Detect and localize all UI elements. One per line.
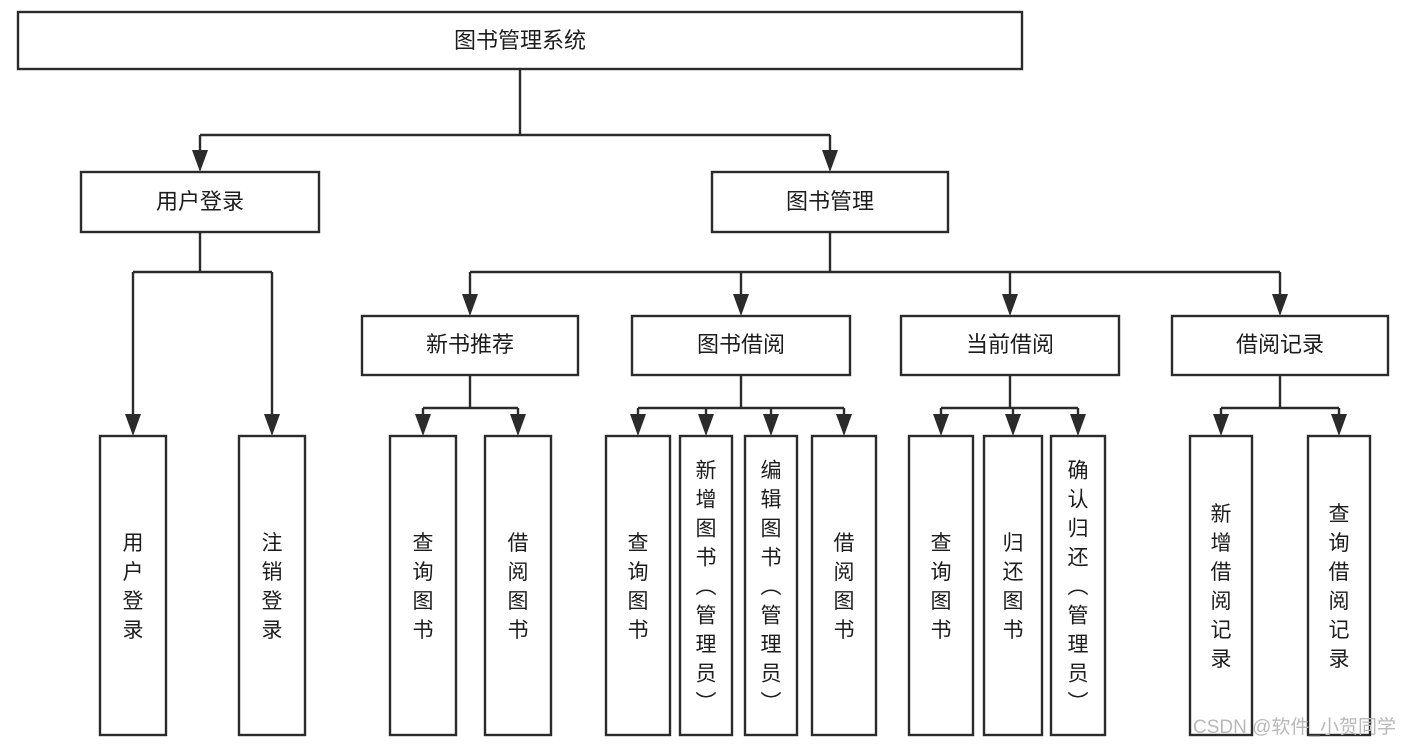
arrow-to-leaf-edit-book-admin: [763, 414, 779, 436]
node-leaf-query-book-borrow-label: 查询图书: [628, 532, 649, 642]
node-current-borrow[interactable]: 当前借阅: [899, 314, 1121, 377]
node-leaf-edit-book-admin-box[interactable]: [743, 434, 799, 737]
arrow-to-leaf-add-book-admin: [698, 414, 714, 436]
node-user-login-box[interactable]: [79, 170, 321, 234]
connector-root-bus: [198, 69, 832, 157]
node-leaf-logout-box[interactable]: [237, 434, 307, 737]
node-current-borrow-label: 当前借阅: [966, 332, 1054, 357]
leaf-layer: 用户登录 注销登录 查询图书 借阅图书 查询图书 新增图书︵管理员︶: [98, 434, 1372, 737]
node-new-book-recommend[interactable]: 新书推荐: [360, 314, 580, 377]
node-book-management[interactable]: 图书管理: [710, 170, 950, 234]
node-leaf-user-login-label: 用户登录: [123, 532, 144, 642]
node-leaf-query-book-current-box[interactable]: [907, 434, 975, 737]
arrow-to-current-borrow: [1002, 294, 1018, 316]
node-leaf-return-book-label: 归还图书: [1003, 532, 1024, 642]
node-leaf-add-book-admin-box[interactable]: [678, 434, 734, 737]
arrow-to-leaf-borrow-book: [836, 414, 852, 436]
node-leaf-query-book-borrow[interactable]: 查询图书: [604, 434, 672, 737]
node-leaf-add-book-admin[interactable]: 新增图书︵管理员︶: [678, 434, 734, 737]
arrow-to-leaf-borrow-book-recommend: [510, 414, 526, 436]
node-leaf-query-book-current[interactable]: 查询图书: [907, 434, 975, 737]
arrow-to-leaf-return-book: [1005, 414, 1021, 436]
node-leaf-query-borrow-record[interactable]: 查询借阅记录: [1306, 434, 1372, 737]
node-borrow-record[interactable]: 借阅记录: [1170, 314, 1390, 377]
node-leaf-logout-label: 注销登录: [262, 532, 283, 642]
node-leaf-confirm-return-admin[interactable]: 确认归还︵管理员︶: [1049, 434, 1107, 737]
arrow-to-leaf-confirm-return-admin: [1070, 414, 1086, 436]
node-leaf-user-login[interactable]: 用户登录: [98, 434, 168, 737]
arrow-to-leaf-query-borrow-record: [1331, 414, 1347, 436]
node-leaf-add-book-admin-label: 新增图书︵管理员︶: [696, 460, 717, 715]
node-new-book-recommend-label: 新书推荐: [426, 332, 514, 357]
node-user-login-label: 用户登录: [156, 189, 244, 214]
node-book-borrow[interactable]: 图书借阅: [630, 314, 852, 377]
node-leaf-return-book[interactable]: 归还图书: [982, 434, 1044, 737]
arrow-to-leaf-add-borrow-record: [1213, 414, 1229, 436]
arrow-to-leaf-query-book-current: [933, 414, 949, 436]
node-leaf-add-borrow-record-label: 新增借阅记录: [1211, 503, 1232, 671]
node-user-login[interactable]: 用户登录: [79, 170, 321, 234]
node-current-borrow-box[interactable]: [899, 314, 1121, 377]
arrow-to-leaf-user-login: [125, 414, 141, 436]
node-leaf-borrow-book-recommend-box[interactable]: [483, 434, 553, 737]
node-leaf-confirm-return-admin-label: 确认归还︵管理员︶: [1068, 460, 1089, 715]
arrow-to-book-borrow: [733, 294, 749, 316]
connector-layer: [125, 69, 1347, 436]
node-leaf-borrow-book[interactable]: 借阅图书: [810, 434, 878, 737]
arrow-to-leaf-query-book-recommend: [415, 414, 431, 436]
node-leaf-borrow-book-recommend-label: 借阅图书: [508, 532, 529, 642]
node-leaf-query-borrow-record-label: 查询借阅记录: [1329, 503, 1350, 671]
node-leaf-edit-book-admin-label: 编辑图书︵管理员︶: [761, 460, 782, 715]
node-leaf-edit-book-admin[interactable]: 编辑图书︵管理员︶: [743, 434, 799, 737]
node-book-management-box[interactable]: [710, 170, 950, 234]
node-leaf-add-borrow-record-box[interactable]: [1188, 434, 1254, 737]
node-leaf-query-book-recommend[interactable]: 查询图书: [388, 434, 458, 737]
node-root-box[interactable]: [16, 10, 1024, 71]
node-leaf-user-login-box[interactable]: [98, 434, 168, 737]
node-borrow-record-box[interactable]: [1170, 314, 1390, 377]
node-root-label: 图书管理系统: [454, 28, 586, 53]
node-leaf-borrow-book-label: 借阅图书: [834, 532, 855, 642]
node-leaf-return-book-box[interactable]: [982, 434, 1044, 737]
csdn-watermark: CSDN @软件_小贺同学: [1193, 716, 1396, 738]
node-leaf-logout[interactable]: 注销登录: [237, 434, 307, 737]
node-leaf-query-book-current-label: 查询图书: [931, 532, 952, 642]
node-root[interactable]: 图书管理系统: [16, 10, 1024, 71]
arrow-to-book-management: [822, 150, 838, 172]
node-book-borrow-label: 图书借阅: [697, 332, 785, 357]
node-leaf-confirm-return-admin-box[interactable]: [1049, 434, 1107, 737]
arrow-to-new-book-recommend: [462, 294, 478, 316]
node-leaf-query-book-recommend-label: 查询图书: [413, 532, 434, 642]
node-borrow-record-label: 借阅记录: [1236, 332, 1324, 357]
node-leaf-query-book-recommend-box[interactable]: [388, 434, 458, 737]
arrow-to-leaf-query-book-borrow: [630, 414, 646, 436]
arrow-to-borrow-record: [1272, 294, 1288, 316]
connector-book-management-bus: [468, 232, 1282, 301]
node-leaf-add-borrow-record[interactable]: 新增借阅记录: [1188, 434, 1254, 737]
connector-borrow-record-bus: [1219, 375, 1341, 421]
arrow-to-leaf-logout: [264, 414, 280, 436]
node-leaf-query-book-borrow-box[interactable]: [604, 434, 672, 737]
node-new-book-recommend-box[interactable]: [360, 314, 580, 377]
node-book-management-label: 图书管理: [786, 189, 874, 214]
node-leaf-borrow-book-box[interactable]: [810, 434, 878, 737]
node-book-borrow-box[interactable]: [630, 314, 852, 377]
connector-new-book-recommend-bus: [421, 375, 520, 421]
node-leaf-borrow-book-recommend[interactable]: 借阅图书: [483, 434, 553, 737]
arrow-to-user-login: [192, 150, 208, 172]
node-leaf-query-borrow-record-box[interactable]: [1306, 434, 1372, 737]
connector-book-borrow-bus: [636, 375, 846, 421]
connector-user-login-bus: [131, 232, 274, 421]
